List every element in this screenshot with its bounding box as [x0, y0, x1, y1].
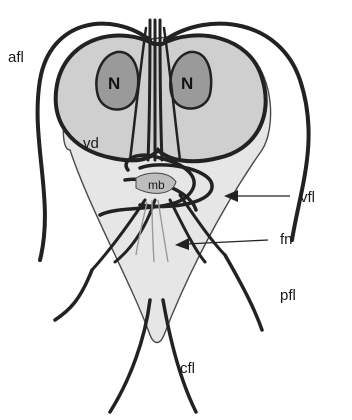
posterior-flagellum-left — [55, 270, 92, 320]
pfl-label: pfl — [280, 287, 296, 304]
fn-arrow — [175, 238, 268, 250]
vfl-arrow — [224, 190, 290, 202]
mb-label: mb — [148, 178, 165, 192]
fn-label: fn — [280, 231, 293, 248]
nucleus-right-label: N — [181, 74, 193, 93]
afl-label: afl — [8, 49, 24, 66]
vd-label: vd — [83, 135, 99, 152]
nucleus-left: N — [96, 52, 138, 110]
posterior-flagellum-right — [225, 255, 262, 330]
median-body: mb — [136, 173, 176, 193]
cfl-label: cfl — [180, 360, 195, 377]
nucleus-right: N — [170, 52, 211, 109]
nucleus-left-label: N — [108, 74, 120, 93]
vfl-label: vfl — [300, 189, 315, 206]
